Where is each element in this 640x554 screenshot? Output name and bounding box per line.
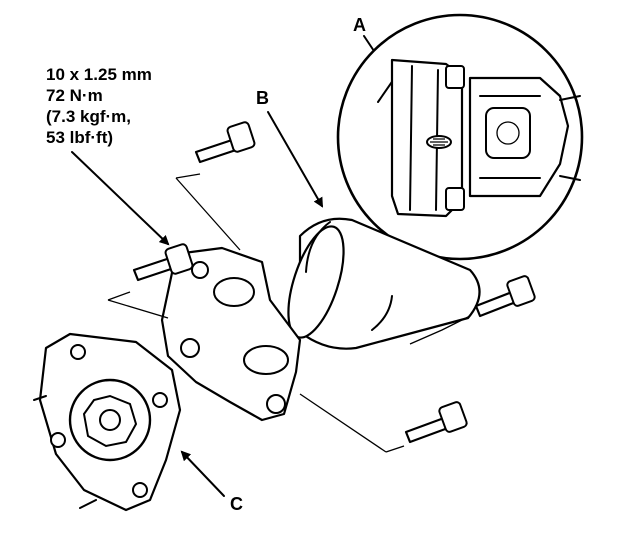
detail-inset <box>336 13 584 261</box>
yoke-bore-top <box>213 277 255 307</box>
leader-arrow-c <box>180 450 225 497</box>
bolt-top-left <box>194 121 256 164</box>
inset-ujoint <box>485 107 531 159</box>
inset-bolt-top <box>445 65 465 89</box>
spec-bolt-size: 10 x 1.25 mm <box>46 65 152 84</box>
companion-flange <box>33 332 182 512</box>
flange-hole-3 <box>191 261 209 279</box>
torque-spec: 10 x 1.25 mm 72 N·m (7.3 kgf·m, 53 lbf·f… <box>46 65 152 147</box>
flange-hole-2 <box>266 394 286 414</box>
bolt-right <box>474 275 536 318</box>
shaft-flange-yoke <box>160 246 302 422</box>
callout-label-a: A <box>353 15 366 35</box>
spec-torque-lbfft: 53 lbf·ft) <box>46 128 113 147</box>
flange-hole-1 <box>180 338 200 358</box>
flange-yoke-body <box>160 246 302 422</box>
shaft-tube <box>298 217 481 350</box>
leader-arrow-b <box>267 111 323 208</box>
callout-label-b: B <box>256 88 269 108</box>
inset-bolt-bottom <box>445 187 465 211</box>
bolt-bottom-right <box>404 401 468 444</box>
spec-leader-arrow <box>71 151 170 246</box>
bolt-mid-left <box>132 243 194 282</box>
callout-label-c: C <box>230 494 243 514</box>
spec-torque-kgfm: (7.3 kgf·m, <box>46 107 131 126</box>
bolt-guide-lines <box>107 173 471 453</box>
spec-torque-nm: 72 N·m <box>46 86 103 105</box>
yoke-bore-side <box>243 345 289 375</box>
